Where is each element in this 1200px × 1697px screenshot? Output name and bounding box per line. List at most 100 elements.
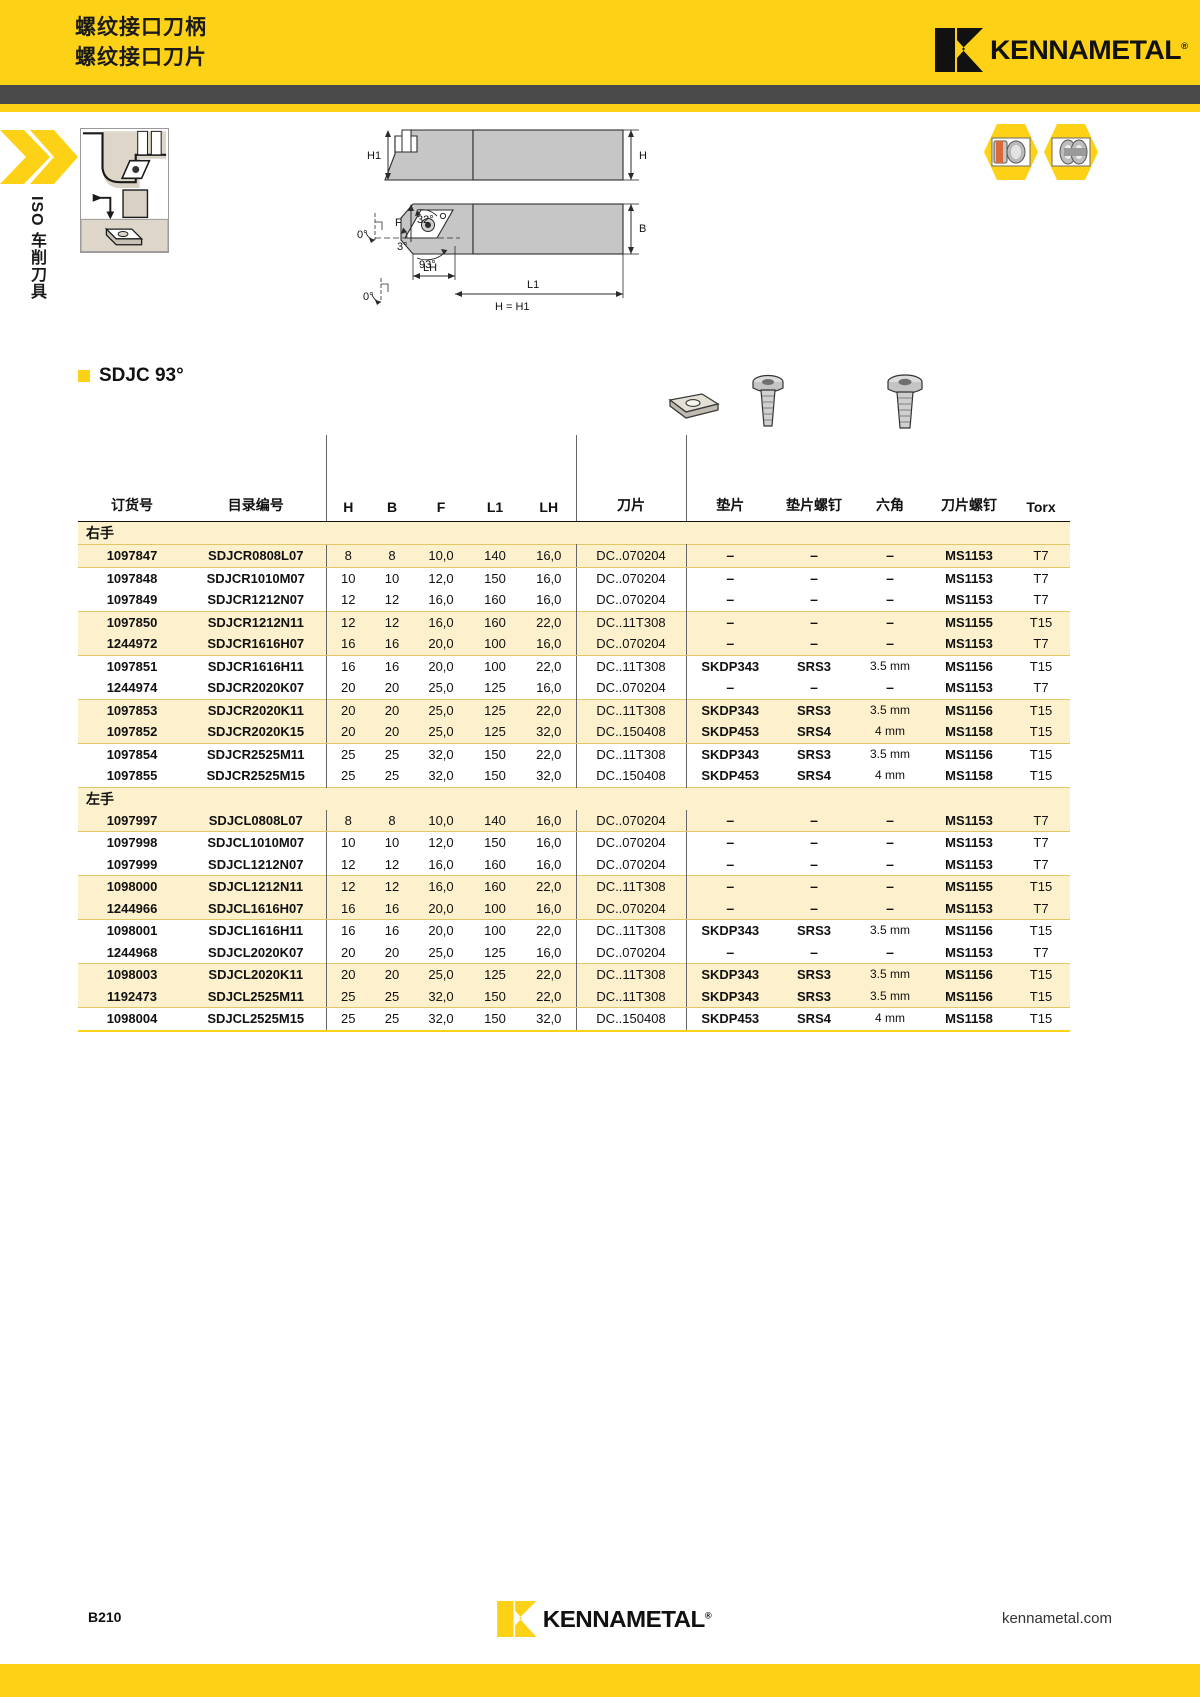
torx-cell: T7 bbox=[1012, 633, 1070, 656]
col-header-shim-screw: 垫片螺钉 bbox=[774, 495, 854, 522]
insert-cell: DC..11T308 bbox=[576, 698, 687, 721]
table-group-header-row: 右手 bbox=[78, 521, 1070, 545]
catalog-number-cell: SDJCR2020K15 bbox=[186, 721, 326, 744]
torx-cell: T7 bbox=[1012, 809, 1070, 832]
shim-cell: – bbox=[686, 544, 774, 568]
torx-cell: T7 bbox=[1012, 589, 1070, 611]
product-table: 订货号 目录编号 H B F L1 LH 刀片 垫片 垫片螺钉 六角 刀片螺钉 … bbox=[78, 435, 1070, 1032]
insert-screw-cell: MS1153 bbox=[926, 809, 1012, 832]
lh-cell: 16,0 bbox=[522, 567, 577, 589]
h-cell: 25 bbox=[325, 985, 370, 1008]
order-number-cell: 1097997 bbox=[78, 809, 186, 832]
h-cell: 12 bbox=[325, 610, 370, 633]
b-cell: 10 bbox=[370, 831, 414, 854]
catalog-number-cell: SDJCL1010M07 bbox=[186, 831, 326, 854]
catalog-number-cell: SDJCR2020K07 bbox=[186, 677, 326, 699]
shim-screw-cell: – bbox=[774, 633, 854, 656]
insert-cell: DC..070204 bbox=[576, 633, 687, 656]
lh-cell: 16,0 bbox=[522, 677, 577, 699]
h-cell: 10 bbox=[325, 831, 370, 854]
shim-cell: – bbox=[686, 809, 774, 832]
h-cell: 20 bbox=[325, 941, 370, 964]
insert-screw-cell: MS1156 bbox=[926, 743, 1012, 765]
b-cell: 20 bbox=[370, 698, 414, 721]
torx-cell: T15 bbox=[1012, 875, 1070, 898]
footer-yellow-bar bbox=[0, 1664, 1200, 1697]
insert-cell: DC..070204 bbox=[576, 567, 687, 589]
b-cell: 16 bbox=[370, 633, 414, 656]
h-cell: 16 bbox=[325, 633, 370, 656]
page-header: 螺纹接口刀柄 螺纹接口刀片 KENNAMETAL® bbox=[0, 0, 1200, 85]
torx-cell: T7 bbox=[1012, 853, 1070, 876]
l1-cell: 100 bbox=[468, 633, 522, 656]
shim-cell: SKDP453 bbox=[686, 721, 774, 744]
hex-cell: – bbox=[854, 809, 926, 832]
catalog-number-cell: SDJCL2525M15 bbox=[186, 1007, 326, 1032]
lh-cell: 16,0 bbox=[522, 831, 577, 854]
torx-cell: T15 bbox=[1012, 743, 1070, 765]
header-yellow-bar bbox=[0, 104, 1200, 112]
f-cell: 20,0 bbox=[414, 655, 468, 677]
hex-cell: 4 mm bbox=[854, 1007, 926, 1032]
shim-cell: – bbox=[686, 831, 774, 854]
shim-icon bbox=[668, 393, 720, 419]
catalog-number-cell: SDJCR1212N11 bbox=[186, 610, 326, 633]
order-number-cell: 1244974 bbox=[78, 677, 186, 699]
hex-cell: – bbox=[854, 677, 926, 699]
insert-screw-cell: MS1153 bbox=[926, 831, 1012, 854]
label-angle-0-top: 0° bbox=[357, 229, 368, 241]
insert-cell: DC..070204 bbox=[576, 853, 687, 876]
lh-cell: 16,0 bbox=[522, 853, 577, 876]
insert-screw-icon bbox=[887, 374, 923, 429]
insert-cell: DC..070204 bbox=[576, 677, 687, 699]
footer-url[interactable]: kennametal.com bbox=[1001, 1610, 1112, 1627]
catalog-number-cell: SDJCL2020K11 bbox=[186, 963, 326, 986]
l1-cell: 125 bbox=[468, 941, 522, 964]
torx-cell: T15 bbox=[1012, 963, 1070, 986]
order-number-cell: 1097848 bbox=[78, 567, 186, 589]
lh-cell: 32,0 bbox=[522, 721, 577, 744]
f-cell: 20,0 bbox=[414, 919, 468, 942]
h-cell: 25 bbox=[325, 765, 370, 787]
order-number-cell: 1097853 bbox=[78, 698, 186, 721]
section-heading: SDJC 93° bbox=[78, 365, 184, 387]
insert-cell: DC..11T308 bbox=[576, 919, 687, 942]
shim-cell: SKDP343 bbox=[686, 743, 774, 765]
table-group-header-row: 左手 bbox=[78, 786, 1070, 810]
catalog-number-cell: SDJCR2020K11 bbox=[186, 698, 326, 721]
torx-cell: T7 bbox=[1012, 567, 1070, 589]
diagram-top-view: H1 H bbox=[367, 129, 647, 181]
shim-cell: SKDP343 bbox=[686, 655, 774, 677]
b-cell: 25 bbox=[370, 743, 414, 765]
insert-cell: DC..150408 bbox=[576, 721, 687, 744]
chevron-right-icon bbox=[0, 130, 78, 184]
insert-screw-cell: MS1158 bbox=[926, 1007, 1012, 1032]
catalog-number-cell: SDJCR1010M07 bbox=[186, 567, 326, 589]
lh-cell: 32,0 bbox=[522, 1007, 577, 1032]
l1-cell: 100 bbox=[468, 655, 522, 677]
torx-cell: T15 bbox=[1012, 919, 1070, 942]
b-cell: 8 bbox=[370, 809, 414, 832]
hex-cell: – bbox=[854, 610, 926, 633]
